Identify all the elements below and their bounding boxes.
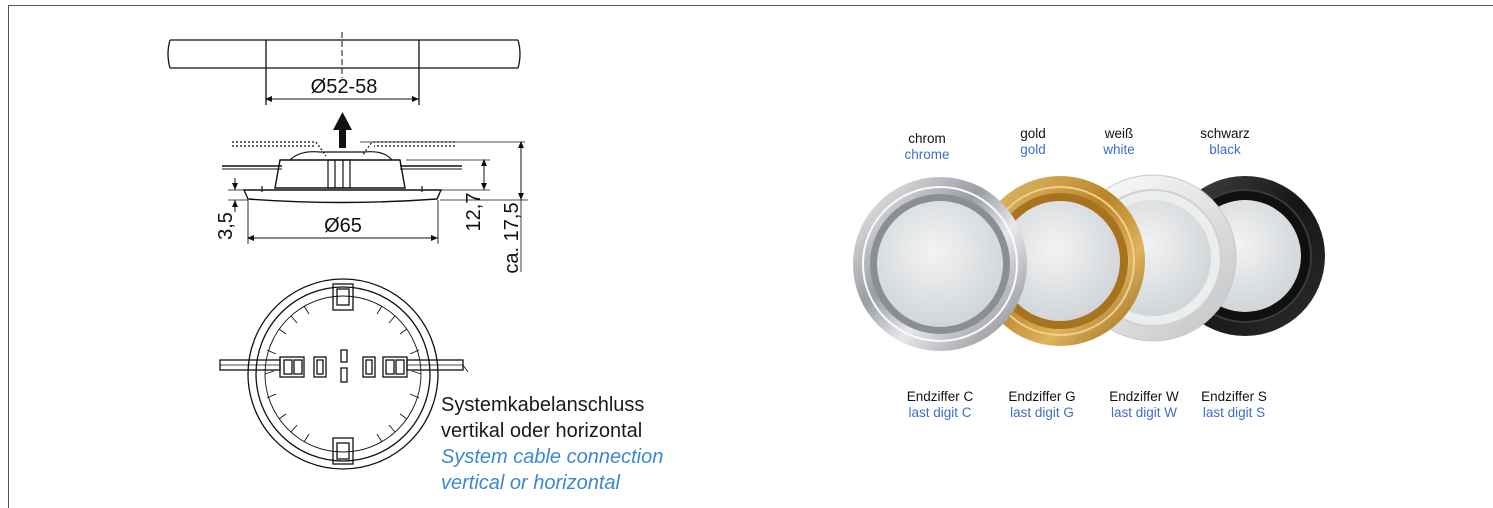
finish-name-en: gold — [1020, 142, 1046, 157]
finish-name-en: white — [1103, 142, 1135, 157]
suffix-label-black: Endziffer S last digit S — [1174, 389, 1294, 421]
frame-left-border — [8, 5, 9, 508]
finish-name-de: gold — [1020, 126, 1046, 141]
suffix-en: last digit W — [1110, 405, 1178, 420]
finish-label-black: schwarz black — [1165, 126, 1285, 158]
panel-cutout-view — [167, 32, 521, 105]
finish-name-de: schwarz — [1200, 126, 1250, 141]
suffix-label-chrome: Endziffer C last digit C — [880, 389, 1000, 421]
body-height-label: 12,7 — [463, 193, 485, 232]
top-view — [219, 278, 469, 470]
finish-name-de: chrom — [908, 131, 946, 146]
total-height-label: ca. 17,5 — [501, 202, 523, 273]
finish-name-en: chrome — [904, 147, 950, 162]
cable-note-en-line2: vertical or horizontal — [441, 472, 620, 494]
cable-note-de-line1: Systemkabelanschluss — [441, 394, 645, 416]
suffix-de: Endziffer C — [906, 389, 974, 404]
cable-note-de-line2: vertikal oder horizontal — [441, 420, 643, 442]
suffix-de: Endziffer G — [1008, 389, 1076, 404]
suffix-label-white: Endziffer W last digit W — [1084, 389, 1204, 421]
suffix-de: Endziffer W — [1109, 389, 1179, 404]
side-view — [222, 141, 528, 272]
suffix-en: last digit C — [908, 405, 972, 420]
finish-label-white: weiß white — [1059, 126, 1179, 158]
finish-name-en: black — [1209, 142, 1241, 157]
finish-label-chrome: chrom chrome — [867, 131, 987, 163]
cutout-dimension-label: Ø52-58 — [311, 76, 378, 98]
finish-name-de: weiß — [1104, 126, 1134, 141]
cable-note-en-line1: System cable connection — [441, 446, 664, 468]
suffix-label-gold: Endziffer G last digit G — [982, 389, 1102, 421]
insertion-arrow — [333, 112, 352, 148]
suffix-en: last digit S — [1202, 405, 1266, 420]
suffix-de: Endziffer S — [1201, 389, 1267, 404]
frame-top-border — [8, 5, 1493, 6]
suffix-en: last digit G — [1010, 405, 1074, 420]
diameter-dimension-label: Ø65 — [324, 215, 362, 237]
finish-ring-chrome — [853, 177, 1027, 351]
rim-height-label: 3,5 — [215, 212, 237, 240]
finish-label-gold: gold gold — [973, 126, 1093, 158]
